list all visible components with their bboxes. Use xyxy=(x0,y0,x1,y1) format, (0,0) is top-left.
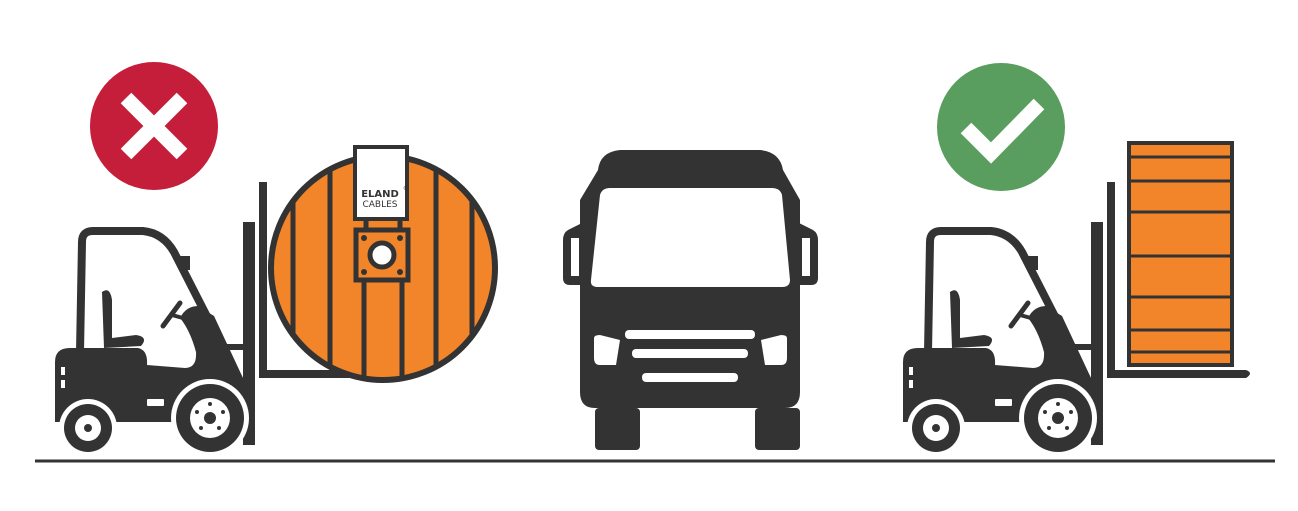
cross-icon xyxy=(90,62,218,190)
logo-mark: ® xyxy=(403,185,408,192)
truck-front xyxy=(563,150,818,450)
cable-drum: ELAND ® CABLES xyxy=(268,145,498,383)
checkmark-icon xyxy=(937,63,1065,191)
logo-line1: ELAND xyxy=(361,189,399,200)
stacked-boxes xyxy=(1127,141,1234,367)
logo-line2: CABLES xyxy=(362,200,397,210)
brand-label xyxy=(353,145,409,221)
